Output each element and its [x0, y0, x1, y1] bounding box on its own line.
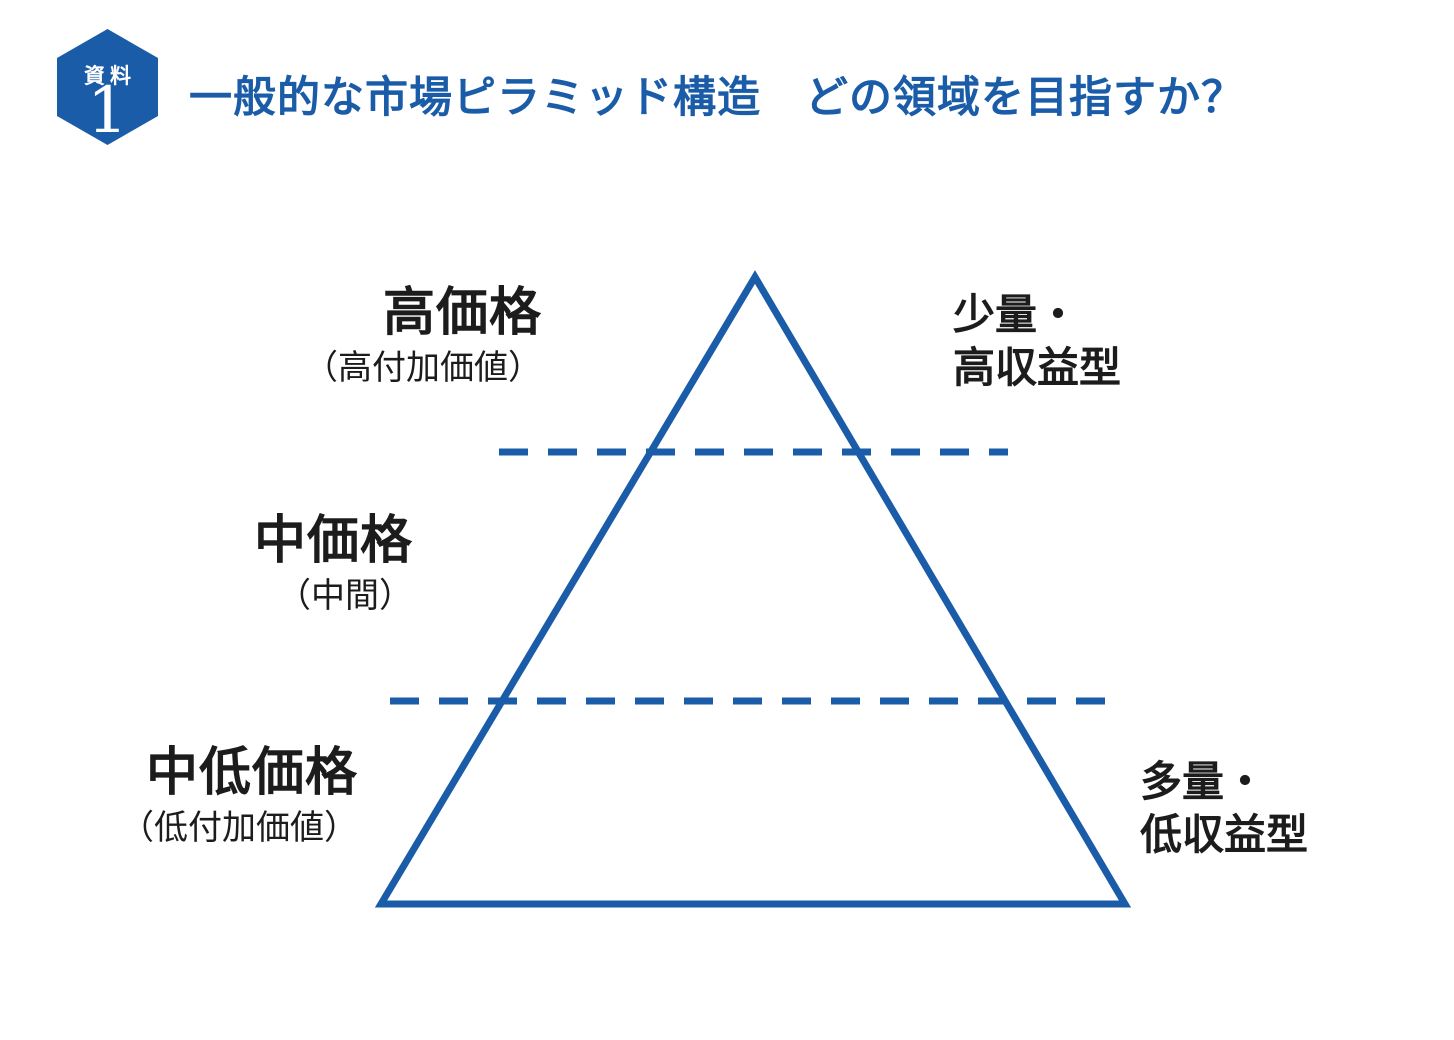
badge-number: 1 [87, 74, 128, 145]
annotation-low-volume-high-profit: 少量・ 高収益型 [953, 288, 1121, 394]
annotation-line: 多量・ [1140, 758, 1267, 805]
tier-qualifier: （中間） [277, 577, 413, 615]
tier-label-high-price: 高価格 （高付加価値） [242, 284, 542, 390]
badge-label: 資料 [84, 64, 136, 88]
annotation-high-volume-low-profit: 多量・ 低収益型 [1140, 755, 1308, 861]
annotation-line: 少量・ [953, 291, 1080, 338]
tier-label-mid-price: 中価格 （中間） [143, 512, 413, 618]
annotation-line: 高収益型 [953, 344, 1122, 391]
hexagon-shape [57, 29, 158, 145]
pyramid-outline [374, 270, 1132, 908]
tier-name: 高価格 [382, 284, 542, 342]
document-number-badge: 資料 1 [57, 29, 158, 145]
page-title: 一般的な市場ピラミッド構造 どの領域を目指すか？ [189, 74, 1245, 122]
tier-name: 中低価格 [145, 744, 358, 802]
tier-qualifier: （低付加価値） [120, 809, 358, 847]
tier-qualifier: （高付加価値） [304, 349, 542, 387]
annotation-line: 低収益型 [1140, 811, 1309, 858]
tier-label-mid-low-price: 中低価格 （低付加価値） [58, 744, 358, 850]
tier-name: 中価格 [253, 512, 413, 570]
